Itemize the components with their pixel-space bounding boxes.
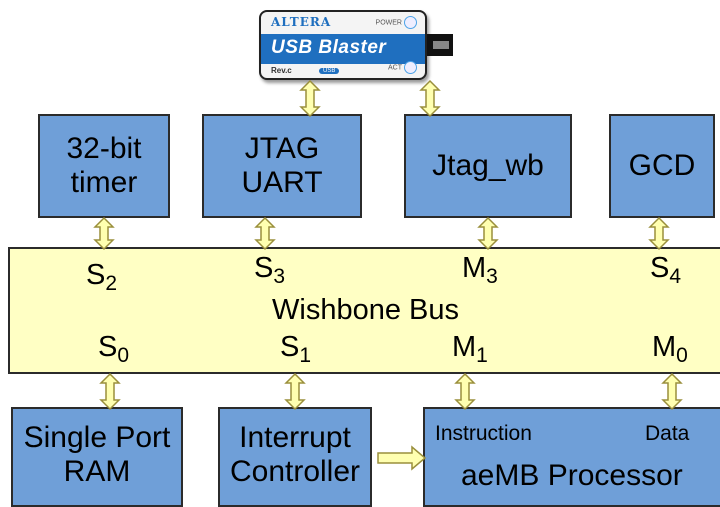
arrow-bus-to-data xyxy=(661,372,683,411)
ram-block: Single Port RAM xyxy=(11,407,183,507)
bus-title: Wishbone Bus xyxy=(272,294,459,326)
altera-logo: ALTERA xyxy=(271,15,332,29)
timer-line-1: 32-bit xyxy=(66,132,142,166)
usb-blaster-title: USB Blaster xyxy=(271,37,387,58)
interrupt-line-2: Controller xyxy=(229,454,361,488)
timer-line-2: timer xyxy=(70,166,138,199)
power-indicator: POWER xyxy=(376,16,417,29)
bus-port-s0: S0 xyxy=(98,331,130,367)
arrow-timer-to-bus xyxy=(93,216,115,251)
gcd-label: GCD xyxy=(628,149,696,183)
jtag-wb-block: Jtag_wb xyxy=(404,114,572,218)
bus-port-m0: M0 xyxy=(652,331,688,367)
ram-line-2: RAM xyxy=(63,454,131,488)
instruction-port-label: Instruction xyxy=(435,422,532,445)
usb-plug-icon xyxy=(427,34,453,56)
bus-port-s2: S2 xyxy=(86,259,118,295)
jtag-uart-line-1: JTAG xyxy=(244,132,320,166)
timer-block: 32-bit timer xyxy=(38,114,170,218)
interrupt-controller-block: Interrupt Controller xyxy=(218,407,372,507)
bus-port-m3: M3 xyxy=(462,252,498,288)
arrow-usb-to-jtag-wb xyxy=(419,79,441,118)
interrupt-line-1: Interrupt xyxy=(239,421,351,454)
arrow-gcd-to-bus xyxy=(648,216,670,251)
arrow-jtag-uart-to-bus xyxy=(254,216,276,251)
arrow-interrupt-to-processor xyxy=(377,445,427,471)
act-led-icon xyxy=(404,61,417,74)
usb-blaster-body: ALTERA POWER USB Blaster Rev.c USB ACT xyxy=(259,10,427,80)
rev-label: Rev.c xyxy=(271,66,292,75)
wishbone-bus: S2 S3 M3 S4 Wishbone Bus S0 S1 M1 M0 xyxy=(8,247,720,374)
power-led-icon xyxy=(404,16,417,29)
usb-blaster-device: ALTERA POWER USB Blaster Rev.c USB ACT xyxy=(255,10,455,82)
arrow-bus-to-interrupt xyxy=(284,372,306,411)
processor-name: aeMB Processor xyxy=(461,459,683,492)
jtag-uart-line-2: UART xyxy=(241,166,323,199)
bus-port-s4: S4 xyxy=(650,252,682,288)
arrow-bus-to-instruction xyxy=(454,372,476,411)
act-indicator: ACT xyxy=(388,61,417,74)
bus-port-s1: S1 xyxy=(280,331,312,367)
data-port-label: Data xyxy=(645,422,690,445)
arrow-bus-to-ram xyxy=(99,372,121,411)
bus-port-m1: M1 xyxy=(452,331,488,367)
processor-block: Instruction Data aeMB Processor xyxy=(423,407,720,507)
usb-blaster-band: USB Blaster xyxy=(261,34,425,64)
bus-port-s3: S3 xyxy=(254,252,286,288)
jtag-wb-label: Jtag_wb xyxy=(432,149,544,183)
usb-tag: USB xyxy=(319,68,340,74)
jtag-uart-block: JTAG UART xyxy=(202,114,362,218)
arrow-usb-to-jtag-uart xyxy=(299,79,321,118)
ram-line-1: Single Port xyxy=(23,421,171,454)
gcd-block: GCD xyxy=(609,114,715,218)
arrow-jtag-wb-to-bus xyxy=(477,216,499,251)
